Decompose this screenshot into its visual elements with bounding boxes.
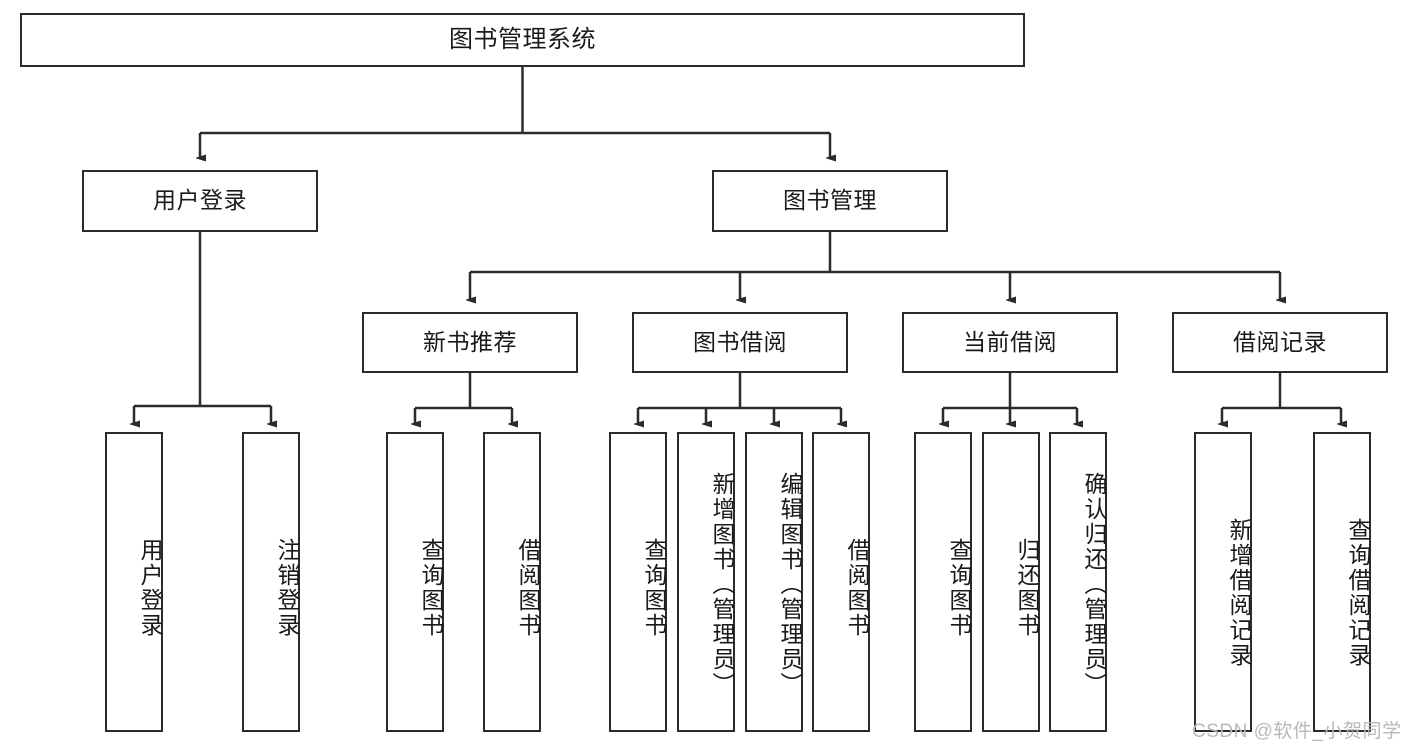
leaf-add-book-label: 新增图书（管理员） bbox=[709, 471, 735, 697]
node-book-borrow[interactable]: 图书借阅 bbox=[632, 312, 848, 373]
leaf-return-book[interactable]: 归还图书 bbox=[982, 432, 1040, 732]
leaf-add-borrow-record-label: 新增借阅记录 bbox=[1226, 518, 1252, 668]
leaf-borrow-book-2[interactable]: 借阅图书 bbox=[812, 432, 870, 732]
leaf-query-book-3-label: 查询图书 bbox=[946, 538, 972, 638]
leaf-query-borrow-record[interactable]: 查询借阅记录 bbox=[1313, 432, 1371, 732]
leaf-add-borrow-record[interactable]: 新增借阅记录 bbox=[1194, 432, 1252, 732]
leaf-logout[interactable]: 注销登录 bbox=[242, 432, 300, 732]
leaf-return-book-label: 归还图书 bbox=[1014, 538, 1040, 638]
node-book-management[interactable]: 图书管理 bbox=[712, 170, 948, 232]
node-root[interactable]: 图书管理系统 bbox=[20, 13, 1025, 67]
leaf-query-book-1-label: 查询图书 bbox=[418, 538, 444, 638]
leaf-query-book-2-label: 查询图书 bbox=[641, 538, 667, 638]
leaf-user-login-label: 用户登录 bbox=[137, 538, 163, 638]
leaf-query-borrow-record-label: 查询借阅记录 bbox=[1345, 518, 1371, 668]
leaf-add-book[interactable]: 新增图书（管理员） bbox=[677, 432, 735, 732]
leaf-logout-label: 注销登录 bbox=[274, 538, 300, 638]
leaf-confirm-return[interactable]: 确认归还（管理员） bbox=[1049, 432, 1107, 732]
node-borrow-record[interactable]: 借阅记录 bbox=[1172, 312, 1388, 373]
leaf-query-book-3[interactable]: 查询图书 bbox=[914, 432, 972, 732]
leaf-query-book-1[interactable]: 查询图书 bbox=[386, 432, 444, 732]
leaf-user-login[interactable]: 用户登录 bbox=[105, 432, 163, 732]
node-user-login[interactable]: 用户登录 bbox=[82, 170, 318, 232]
leaf-edit-book[interactable]: 编辑图书（管理员） bbox=[745, 432, 803, 732]
leaf-borrow-book-2-label: 借阅图书 bbox=[844, 538, 870, 638]
node-current-borrow[interactable]: 当前借阅 bbox=[902, 312, 1118, 373]
leaf-borrow-book-1[interactable]: 借阅图书 bbox=[483, 432, 541, 732]
leaf-edit-book-label: 编辑图书（管理员） bbox=[777, 471, 803, 697]
leaf-confirm-return-label: 确认归还（管理员） bbox=[1081, 471, 1107, 697]
leaf-borrow-book-1-label: 借阅图书 bbox=[515, 538, 541, 638]
node-new-book-recommend[interactable]: 新书推荐 bbox=[362, 312, 578, 373]
leaf-query-book-2[interactable]: 查询图书 bbox=[609, 432, 667, 732]
